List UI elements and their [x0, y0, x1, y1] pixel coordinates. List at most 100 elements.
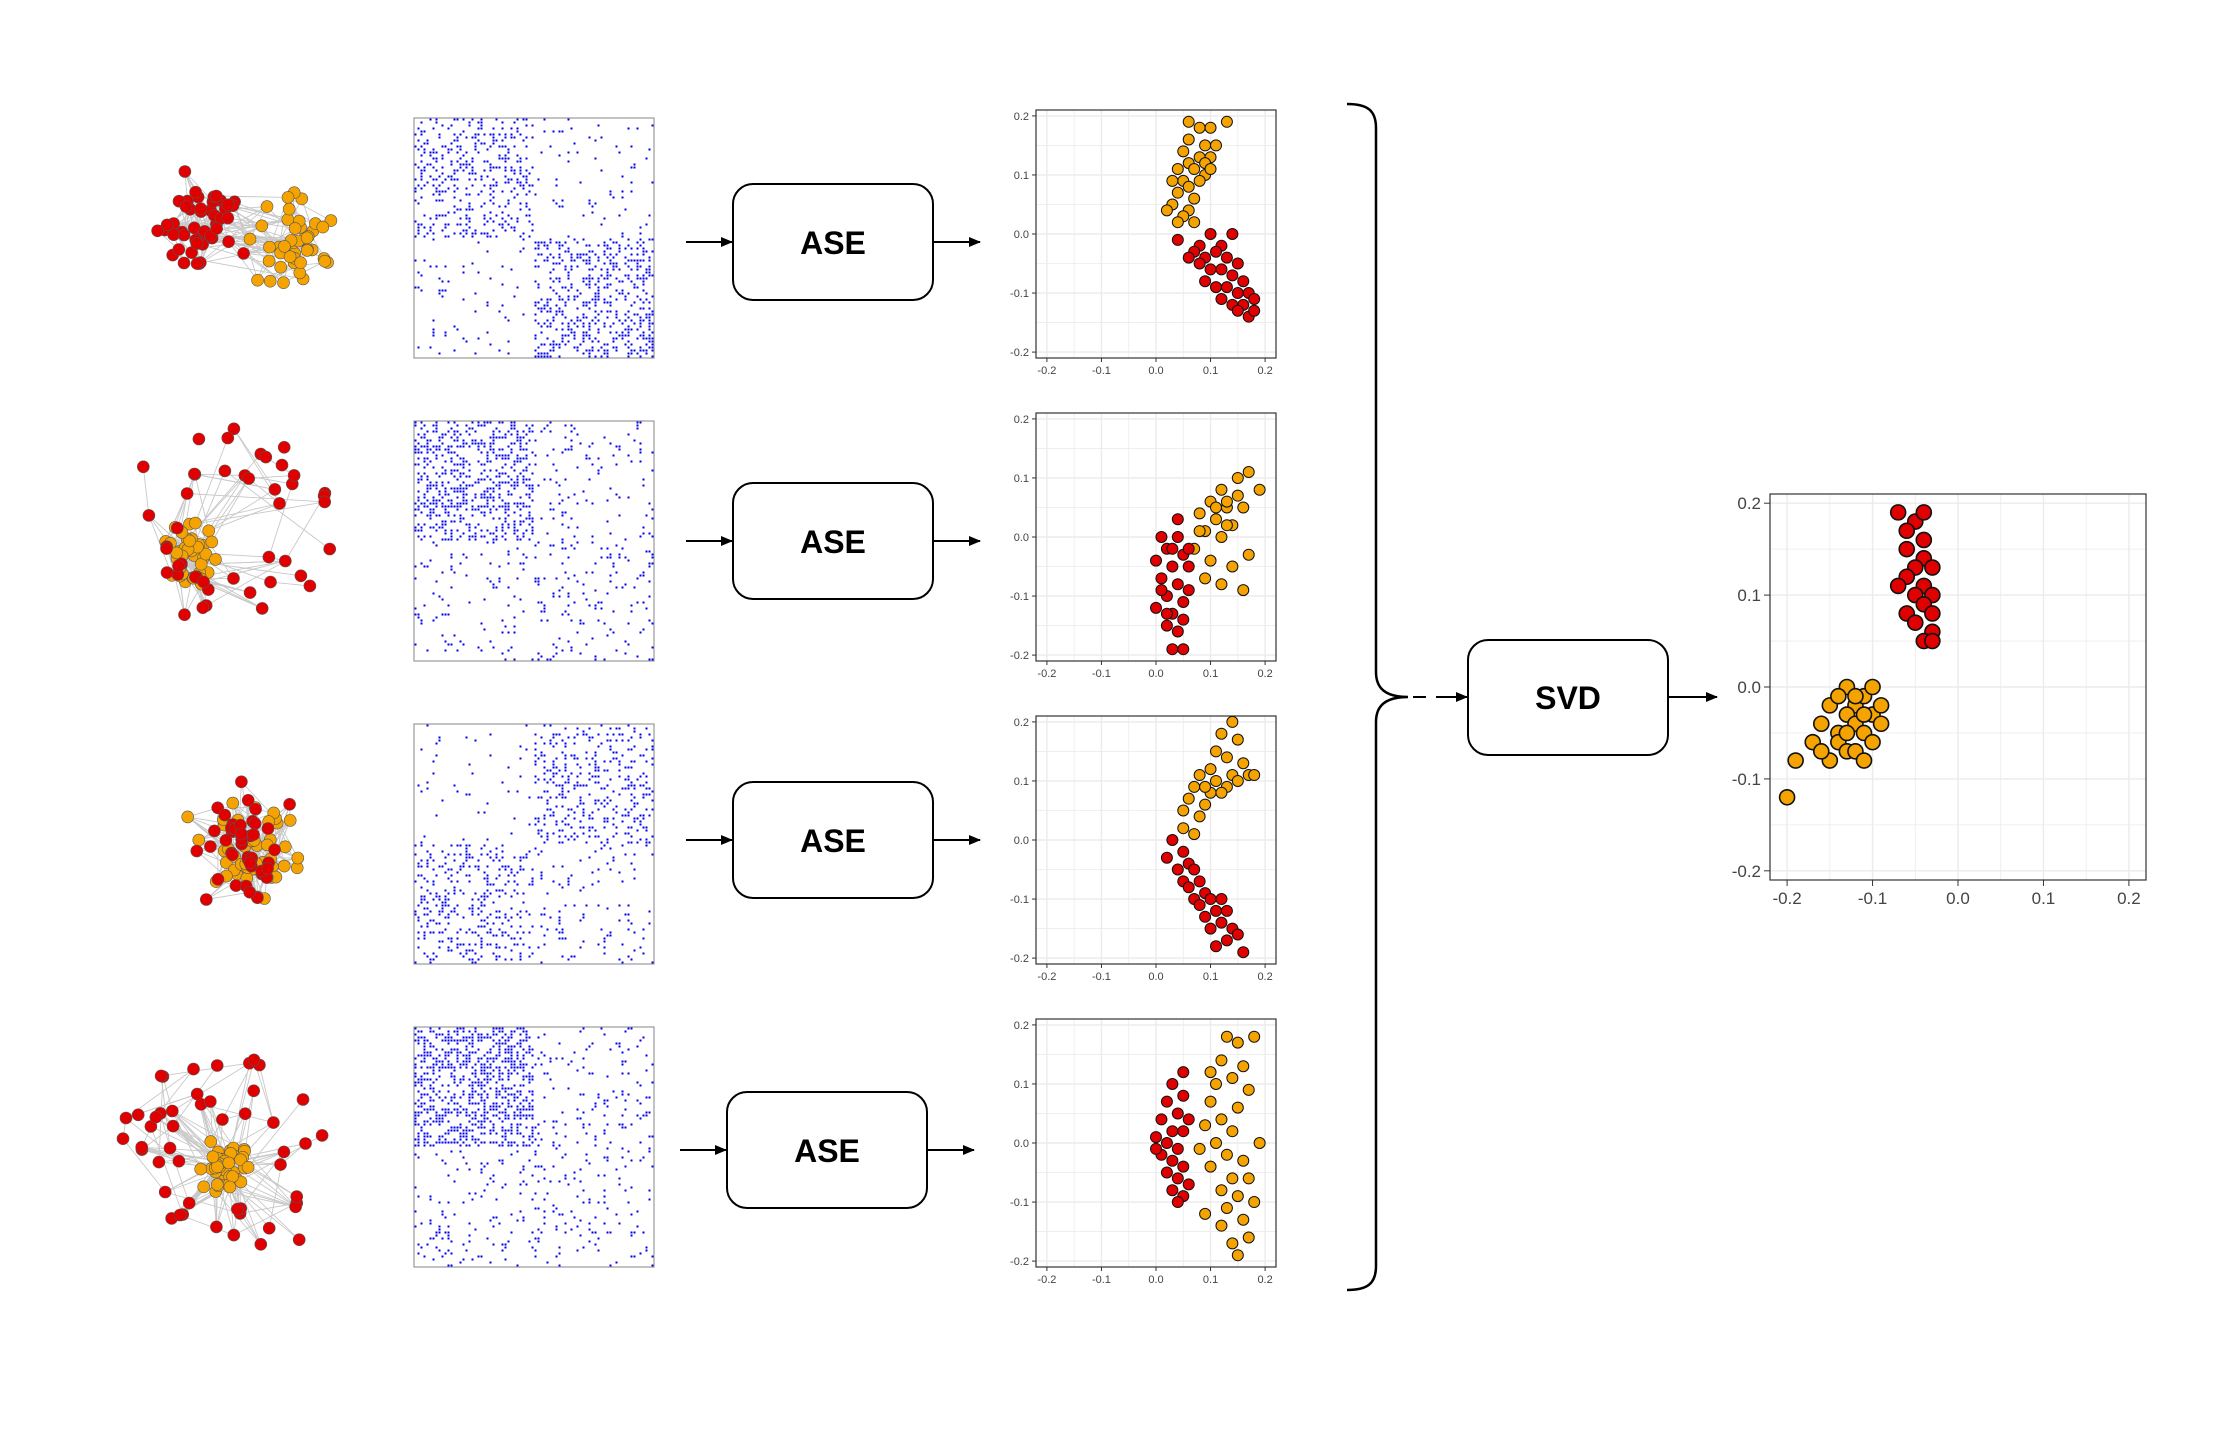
matrix-entry	[606, 301, 609, 304]
matrix-entry	[627, 928, 630, 931]
matrix-entry	[576, 631, 579, 634]
matrix-entry	[576, 763, 579, 766]
matrix-entry	[567, 247, 570, 250]
matrix-entry	[633, 796, 636, 799]
matrix-entry	[519, 1027, 522, 1030]
matrix-entry	[513, 1084, 516, 1087]
matrix-entry	[648, 259, 651, 262]
matrix-entry	[465, 163, 468, 166]
network-node	[177, 228, 191, 242]
matrix-entry	[480, 175, 483, 178]
matrix-entry	[591, 268, 594, 271]
matrix-entry	[483, 217, 486, 220]
matrix-entry	[453, 1081, 456, 1084]
matrix-entry	[432, 760, 435, 763]
matrix-entry	[468, 844, 471, 847]
matrix-entry	[420, 175, 423, 178]
matrix-entry	[561, 1057, 564, 1060]
matrix-entry	[456, 187, 459, 190]
y-tick-label: 0.1	[1014, 170, 1029, 182]
matrix-entry	[570, 646, 573, 649]
matrix-entry	[588, 727, 591, 730]
matrix-entry	[483, 133, 486, 136]
matrix-entry	[465, 214, 468, 217]
matrix-entry	[528, 1105, 531, 1108]
matrix-entry	[510, 433, 513, 436]
matrix-entry	[552, 199, 555, 202]
scatter-point	[1210, 513, 1222, 526]
matrix-entry	[420, 529, 423, 532]
matrix-entry	[630, 253, 633, 256]
matrix-entry	[426, 922, 429, 925]
scatter-point	[1237, 946, 1250, 959]
matrix-entry	[423, 214, 426, 217]
matrix-entry	[423, 1102, 426, 1105]
matrix-entry	[591, 757, 594, 760]
matrix-entry	[522, 562, 525, 565]
network-node	[181, 810, 194, 824]
matrix-entry	[444, 469, 447, 472]
scatter-point	[1210, 245, 1222, 258]
matrix-entry	[471, 1072, 474, 1075]
matrix-entry	[477, 1036, 480, 1039]
matrix-entry	[633, 286, 636, 289]
matrix-entry	[435, 199, 438, 202]
matrix-entry	[459, 487, 462, 490]
matrix-entry	[612, 262, 615, 265]
matrix-entry	[492, 202, 495, 205]
matrix-entry	[537, 244, 540, 247]
matrix-entry	[648, 346, 651, 349]
matrix-entry	[510, 958, 513, 961]
matrix-entry	[519, 562, 522, 565]
matrix-entry	[459, 1063, 462, 1066]
matrix-entry	[591, 571, 594, 574]
matrix-entry	[489, 1072, 492, 1075]
matrix-entry	[600, 802, 603, 805]
matrix-entry	[609, 1048, 612, 1051]
network-edge	[195, 522, 234, 579]
matrix-entry	[477, 193, 480, 196]
matrix-entry	[471, 232, 474, 235]
matrix-entry	[597, 745, 600, 748]
matrix-entry	[588, 337, 591, 340]
matrix-entry	[618, 793, 621, 796]
matrix-entry	[531, 1126, 534, 1129]
matrix-entry	[609, 532, 612, 535]
matrix-entry	[579, 946, 582, 949]
matrix-entry	[615, 262, 618, 265]
matrix-entry	[474, 508, 477, 511]
matrix-entry	[435, 1057, 438, 1060]
matrix-entry	[477, 151, 480, 154]
matrix-entry	[642, 532, 645, 535]
matrix-entry	[462, 445, 465, 448]
matrix-entry	[426, 859, 429, 862]
matrix-entry	[459, 1051, 462, 1054]
matrix-entry	[630, 862, 633, 865]
network-node	[190, 844, 204, 858]
matrix-entry	[633, 820, 636, 823]
matrix-entry	[597, 328, 600, 331]
matrix-entry	[429, 217, 432, 220]
matrix-entry	[645, 787, 648, 790]
matrix-entry	[642, 277, 645, 280]
matrix-entry	[420, 1036, 423, 1039]
matrix-entry	[597, 295, 600, 298]
matrix-entry	[480, 1093, 483, 1096]
matrix-entry	[420, 526, 423, 529]
matrix-entry	[513, 523, 516, 526]
matrix-entry	[609, 238, 612, 241]
y-tick-label: 0.0	[1014, 229, 1029, 241]
matrix-entry	[642, 952, 645, 955]
matrix-entry	[435, 1111, 438, 1114]
matrix-entry	[459, 475, 462, 478]
matrix-entry	[477, 505, 480, 508]
matrix-entry	[480, 553, 483, 556]
matrix-entry	[495, 475, 498, 478]
matrix-entry	[606, 802, 609, 805]
matrix-entry	[582, 1027, 585, 1030]
matrix-entry	[618, 496, 621, 499]
matrix-entry	[531, 517, 534, 520]
matrix-entry	[534, 301, 537, 304]
matrix-entry	[444, 331, 447, 334]
matrix-entry	[597, 349, 600, 352]
